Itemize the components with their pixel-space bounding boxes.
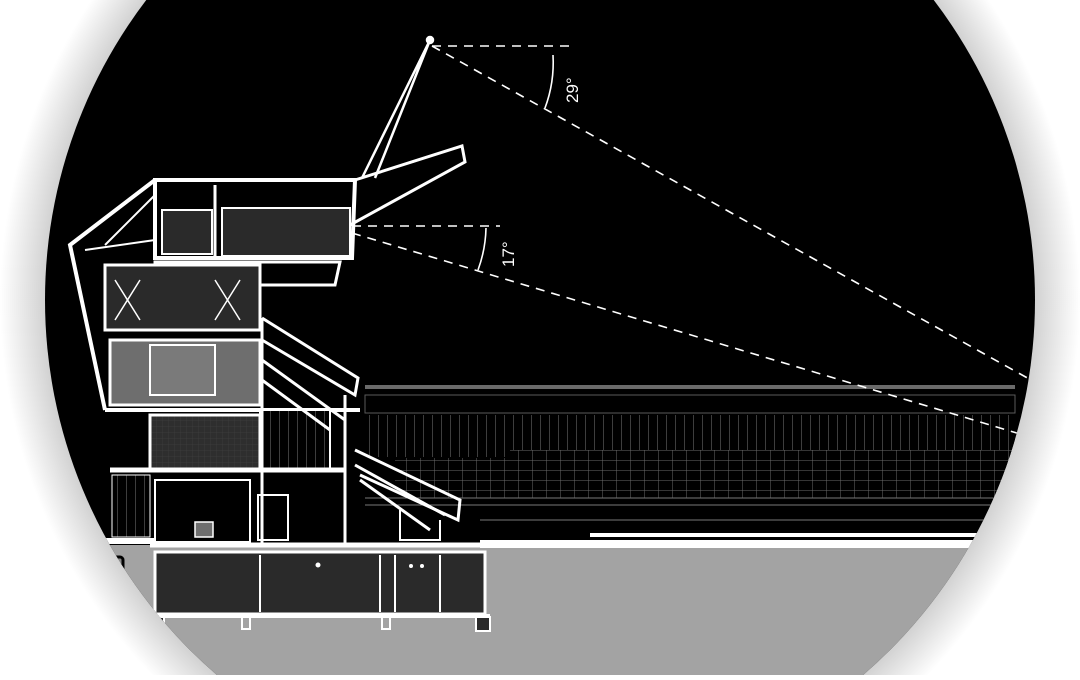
upper-floors xyxy=(103,263,490,548)
opposite-stand-elevation xyxy=(364,385,1016,521)
angle-label-upper: 29° xyxy=(563,77,582,103)
basement xyxy=(149,550,491,632)
sightline-lower xyxy=(351,225,1035,441)
raked-seating xyxy=(260,316,462,545)
angle-label-lower: 17° xyxy=(499,241,518,267)
mast xyxy=(360,35,435,179)
press-box xyxy=(67,144,467,411)
sightline-upper xyxy=(431,45,1035,386)
